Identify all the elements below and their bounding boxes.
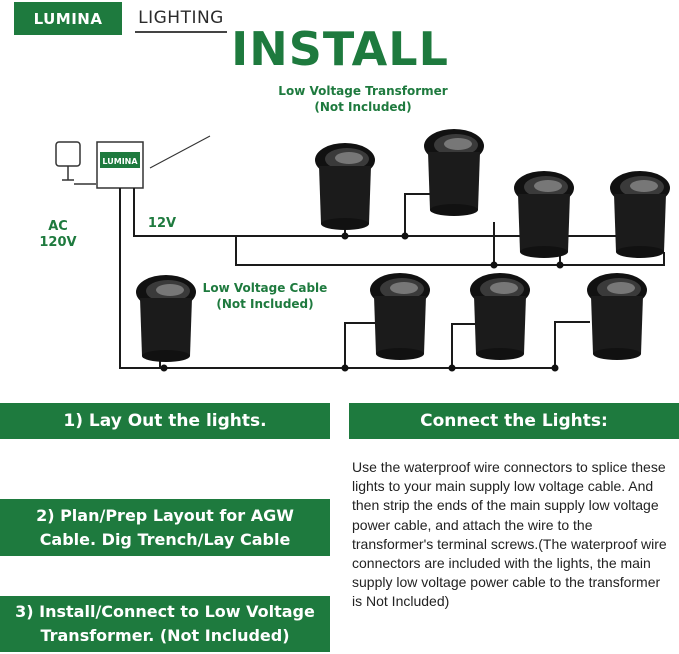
ac-plug-icon	[55, 141, 81, 181]
brand-logo-text: LIGHTING	[135, 4, 227, 33]
step-3-band: 3) Install/Connect to Low Voltage Transf…	[0, 596, 330, 652]
step-1-band: 1) Lay Out the lights.	[0, 403, 330, 439]
light-1	[315, 143, 375, 230]
light-3	[514, 171, 574, 258]
step-2-band: 2) Plan/Prep Layout for AGW Cable. Dig T…	[0, 499, 330, 556]
light-8	[587, 273, 647, 360]
cable-caption: Low Voltage Cable (Not Included)	[202, 281, 328, 311]
low-voltage-label: 12V	[147, 216, 177, 231]
light-7	[470, 273, 530, 360]
connect-heading: Connect the Lights:	[349, 403, 679, 439]
cable-wires	[119, 188, 665, 369]
brand-logo-box: LUMINA	[14, 2, 122, 35]
light-2	[424, 129, 484, 216]
light-4	[610, 171, 670, 258]
transformer-icon: LUMINA	[96, 141, 144, 189]
connect-instructions: Use the waterproof wire connectors to sp…	[352, 459, 667, 610]
wiring-diagram: LUMINA	[55, 129, 670, 372]
callout-line	[149, 135, 211, 169]
page-title: INSTALL	[231, 22, 449, 76]
light-6	[370, 273, 430, 360]
transformer-caption: Low Voltage Transformer (Not Included)	[278, 84, 448, 114]
wire-junctions	[160, 232, 564, 372]
ac-voltage-label: AC 120V	[39, 219, 77, 250]
transformer-badge: LUMINA	[102, 157, 138, 166]
light-5	[136, 275, 196, 362]
